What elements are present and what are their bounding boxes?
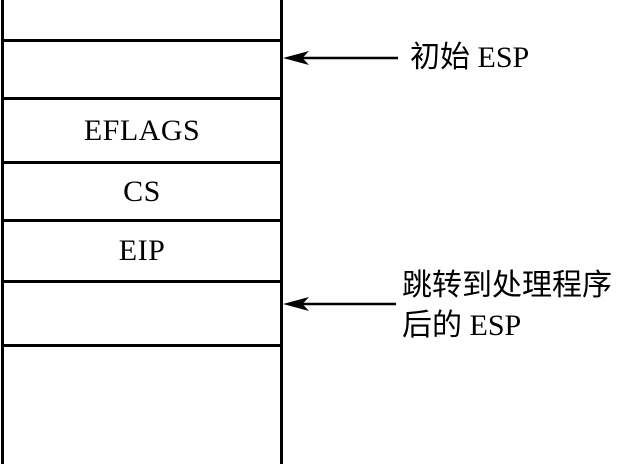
initial-esp-label: 初始 ESP — [410, 40, 529, 76]
stack-cell-eip: EIP — [4, 219, 280, 280]
initial-esp-label-line: 初始 ESP — [410, 41, 530, 74]
stack-cell-cs: CS — [4, 161, 280, 219]
initial-esp-arrow-icon — [283, 51, 398, 65]
after-jump-esp-label-line1: 跳转到处理程序 — [402, 269, 612, 302]
after-jump-esp-label: 跳转到处理程序 后的 ESP — [402, 266, 612, 346]
stack-cell-after-jump-esp — [4, 280, 280, 344]
stack-cell-top-partial — [4, 0, 280, 39]
after-jump-esp-arrow-icon — [283, 297, 396, 311]
stack-column: EFLAGS CS EIP — [1, 0, 283, 464]
stack-cell-eflags: EFLAGS — [4, 97, 280, 161]
stack-cell-bottom-open — [4, 344, 280, 464]
after-jump-esp-label-line2: 后的 ESP — [402, 309, 522, 342]
stack-cell-initial-esp — [4, 39, 280, 97]
